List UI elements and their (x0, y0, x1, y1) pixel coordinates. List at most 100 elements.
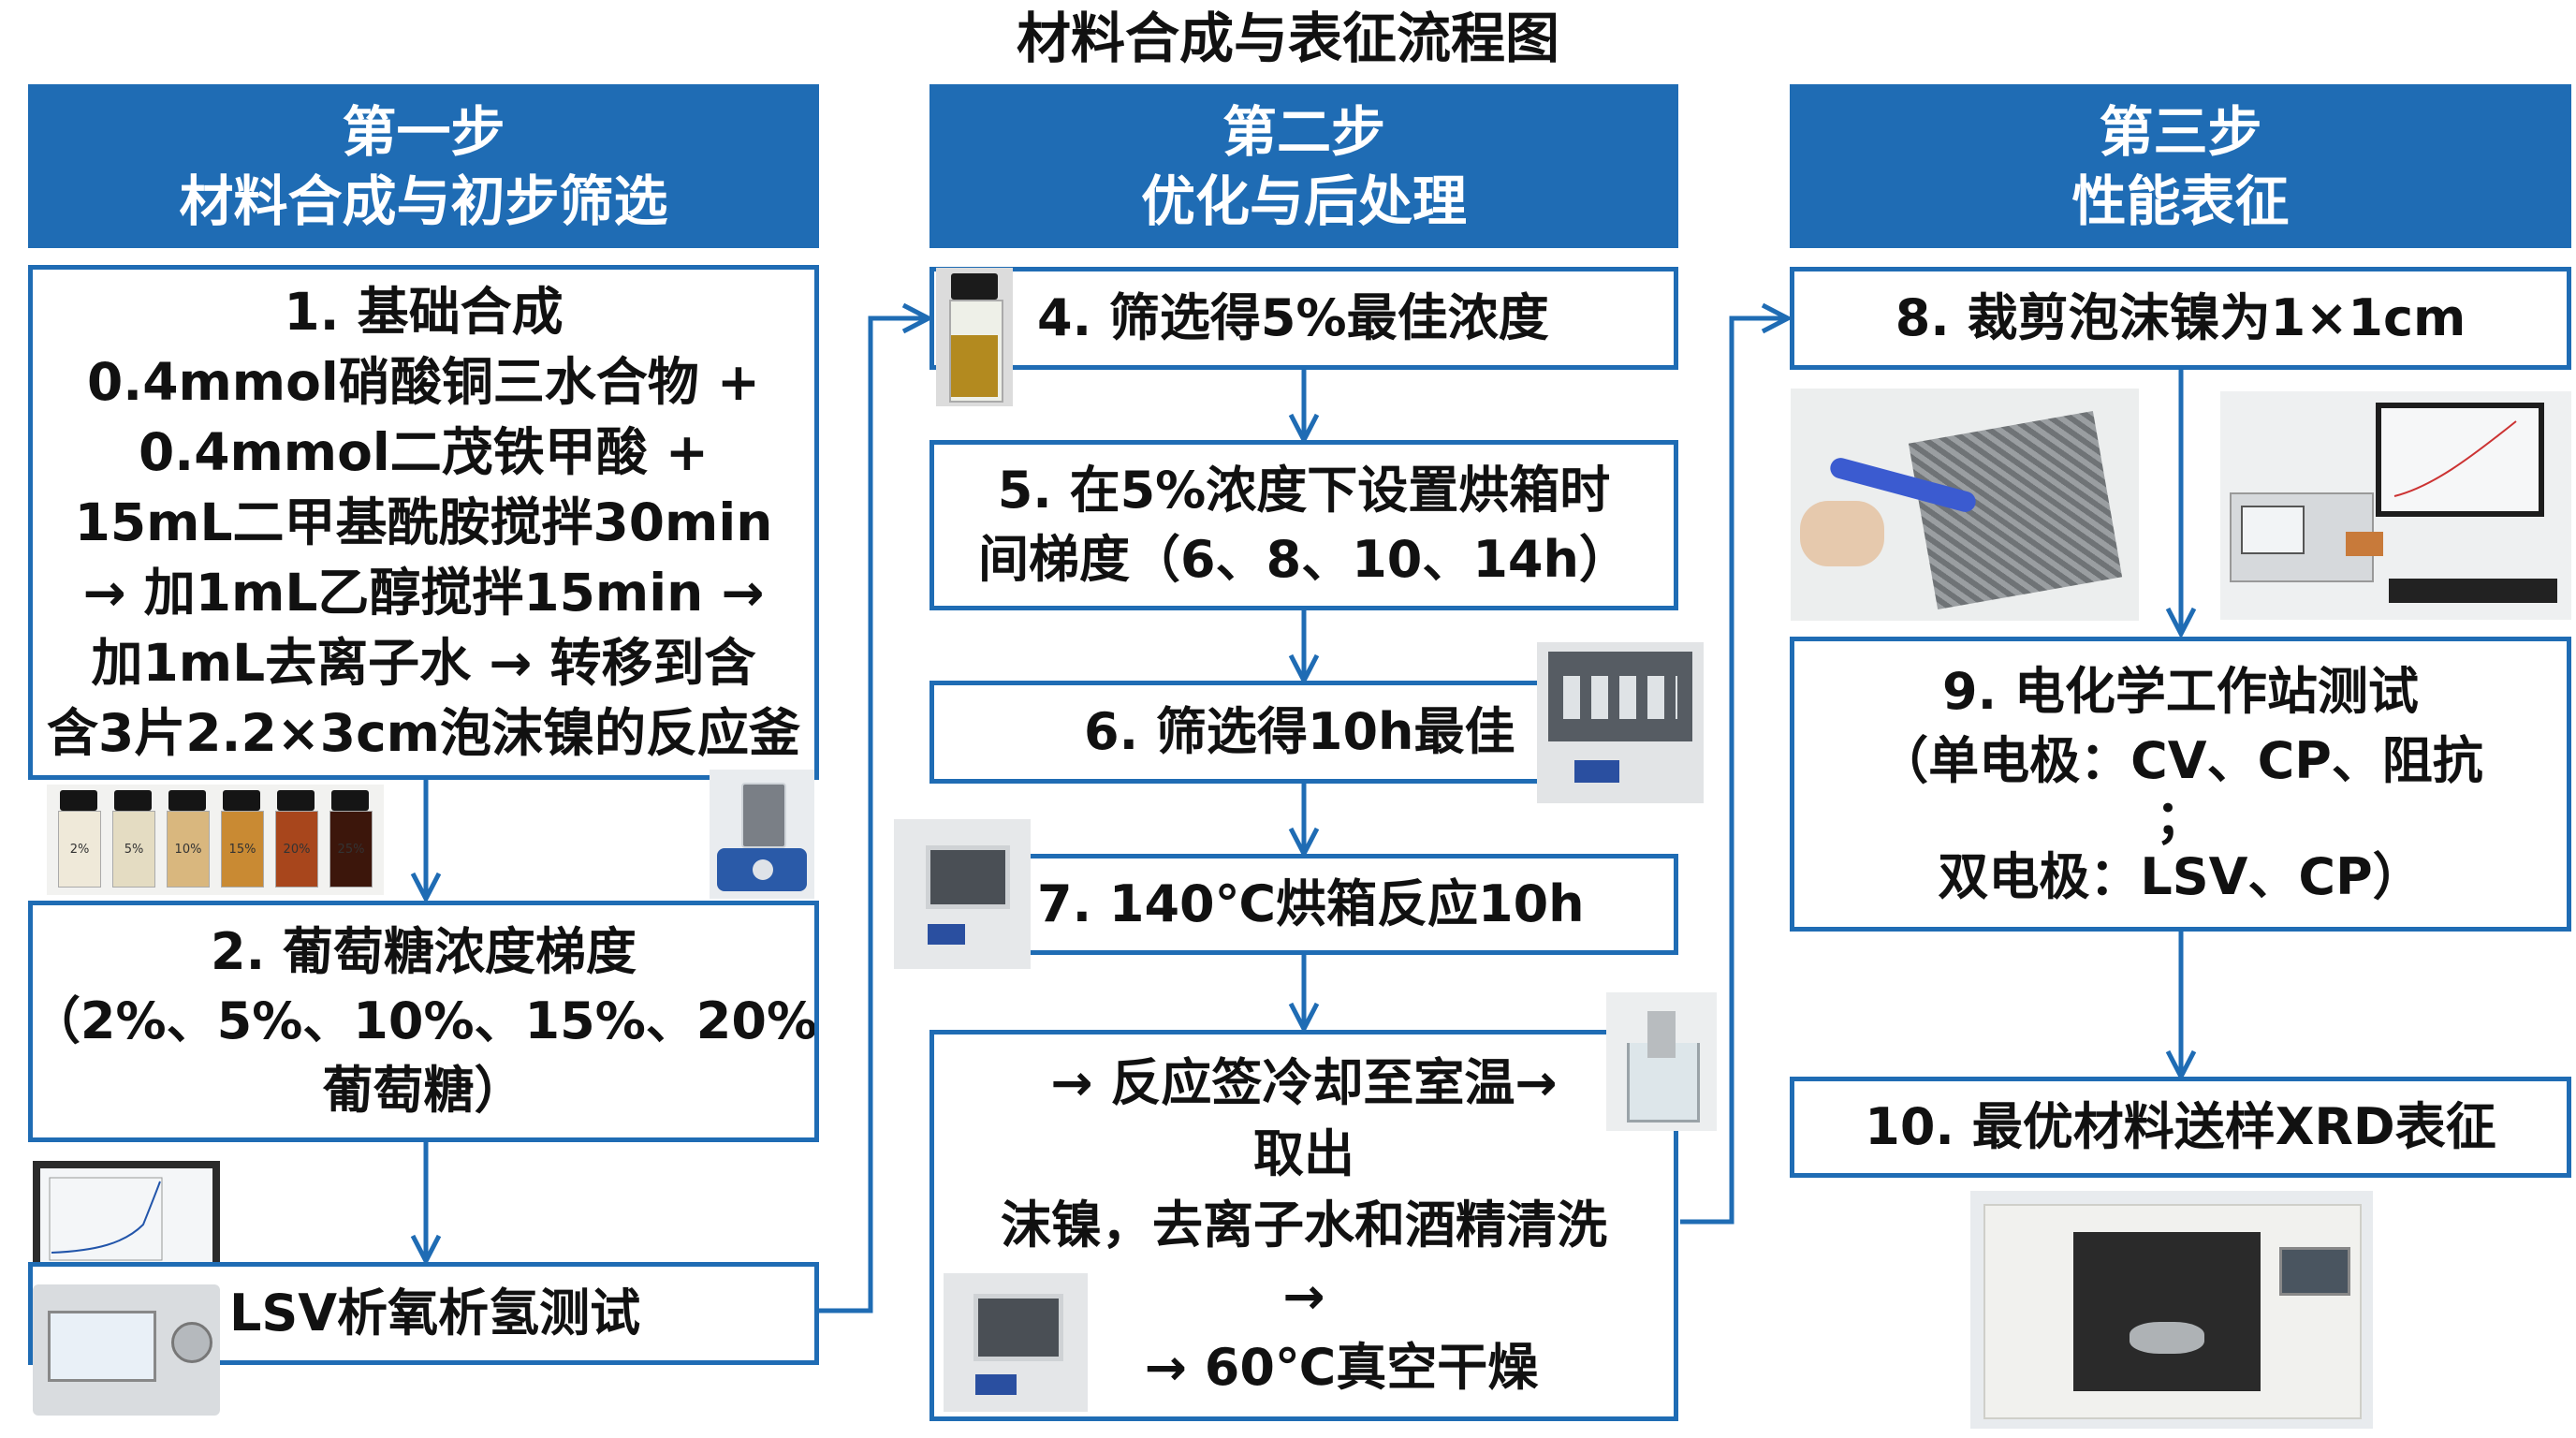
box-line: → 60℃真空干燥 (1144, 1338, 1539, 1397)
box-line: 8. 裁剪泡沫镍为1×1cm (1895, 288, 2466, 347)
box-line: （2%、5%、10%、15%、20% (29, 991, 818, 1050)
sample-holder (2346, 532, 2383, 556)
box-line: → (1282, 1267, 1325, 1326)
oven-window (973, 1294, 1063, 1361)
nickel-foam-sheet (1908, 411, 2123, 609)
vial: 25% (328, 790, 373, 888)
box-line: （单电极：CV、CP、阻抗 (1878, 730, 2483, 790)
arrow-post-to-8 (1680, 318, 1786, 1225)
box-line: 1. 基础合成 (284, 281, 564, 342)
vial-cap (277, 790, 315, 811)
box-line: 4. 筛选得5%最佳浓度 (1037, 288, 1549, 347)
vial-liquid: 15% (221, 811, 264, 888)
column-step-label: 第二步 (1222, 99, 1385, 164)
box-line: 加1mL去离子水 → 转移到含 (91, 632, 756, 693)
beaker-photo (1606, 992, 1717, 1131)
arrow-3-to-4 (819, 318, 927, 1313)
column-step-name: 性能表征 (2071, 169, 2290, 233)
vial-liquid: 20% (275, 811, 318, 888)
box-line: 10. 最优材料送样XRD表征 (1865, 1097, 2496, 1156)
lsv-instrument-photo (33, 1284, 220, 1416)
computer-screen (40, 1168, 212, 1271)
box-line: LSV析氧析氢测试 (229, 1284, 641, 1343)
vial-cap (60, 790, 97, 811)
diagram-title: 材料合成与表征流程图 (1016, 7, 1559, 70)
stirrer-knob (753, 859, 773, 880)
box-line: 9. 电化学工作站测试 (1942, 661, 2419, 721)
vial-liquid: 5% (112, 811, 155, 888)
step-box-7-oven-reaction: 7. 140℃烘箱反应10h (929, 854, 1678, 955)
column-step-name: 材料合成与初步筛选 (179, 169, 668, 233)
stirrer-beaker (741, 783, 786, 848)
box-line: 2. 葡萄糖浓度梯度 (211, 922, 637, 981)
column-header-step2: 第二步 优化与后处理 (929, 84, 1678, 248)
xrd-instrument-photo (1970, 1191, 2373, 1429)
column-step-name: 优化与后处理 (1140, 169, 1467, 233)
vial-liquid (951, 335, 998, 397)
hand (1800, 501, 1884, 566)
box-line: 7. 140℃烘箱反应10h (1037, 874, 1585, 933)
box-line: 双电极：LSV、CP） (1938, 846, 2423, 906)
oven-with-samples-photo (1537, 642, 1704, 803)
vacuum-oven-photo (944, 1273, 1088, 1412)
step-box-5-oven-time-gradient: 5. 在5%浓度下设置烘箱时 间梯度（6、8、10、14h） (929, 440, 1678, 610)
vial-liquid: 2% (58, 811, 101, 888)
vial-photo (936, 268, 1013, 406)
cutting-nickel-foam-photo (1791, 389, 2139, 621)
xrd-door (2073, 1232, 2261, 1391)
box-line: 葡萄糖） (322, 1061, 525, 1120)
step-box-9-electrochemical-test: 9. 电化学工作站测试 （单电极：CV、CP、阻抗 ； 双电极：LSV、CP） (1790, 637, 2571, 932)
monitor (2376, 403, 2544, 517)
vial: 15% (219, 790, 264, 888)
vial-cap (114, 790, 152, 811)
box-line: 5. 在5%浓度下设置烘箱时 (997, 461, 1611, 520)
monitor-curve (2381, 408, 2539, 511)
step-box-10-xrd: 10. 最优材料送样XRD表征 (1790, 1077, 2571, 1178)
vial: 2% (56, 790, 101, 888)
oven-control-panel (1574, 760, 1619, 783)
keyboard (2389, 579, 2557, 603)
beaker-glass (1627, 1043, 1700, 1123)
oven-control-panel (928, 924, 965, 945)
workstation-screen (2241, 506, 2305, 554)
box-line: 6. 筛选得10h最佳 (1084, 702, 1515, 761)
vial-liquid: 10% (167, 811, 210, 888)
box-line: → 加1mL乙醇搅拌15min → (82, 562, 765, 623)
vial-cap (168, 790, 206, 811)
instrument-knob (171, 1322, 212, 1363)
box-line: 0.4mmol二茂铁甲酸 + (139, 421, 709, 482)
instrument-display (48, 1311, 156, 1382)
oven-samples (1563, 676, 1677, 719)
box-line: 取出 (1253, 1124, 1354, 1183)
box-line: 沫镍，去离子水和酒精清洗 (1001, 1196, 1607, 1255)
vial-cap (223, 790, 260, 811)
oven-window (926, 845, 1010, 909)
vials-photo: 2%5% 10% 15% 20% 25% (47, 785, 384, 895)
column-step-label: 第一步 (342, 99, 505, 164)
box-line: 含3片2.2×3cm泡沫镍的反应釜 (47, 702, 800, 763)
box-line: 间梯度（6、8、10、14h） (978, 530, 1630, 589)
column-header-step1: 第一步 材料合成与初步筛选 (28, 84, 819, 248)
step-box-4-best-concentration: 4. 筛选得5%最佳浓度 (929, 267, 1678, 370)
column-header-step3: 第三步 性能表征 (1790, 84, 2571, 248)
vial: 10% (165, 790, 210, 888)
step-box-1-basic-synthesis: 1. 基础合成 0.4mmol硝酸铜三水合物 + 0.4mmol二茂铁甲酸 + … (28, 265, 819, 780)
nickel-foam-sample (1647, 1011, 1676, 1058)
vial-cap (951, 273, 998, 300)
box-line: → 反应签冷却至室温→ (1050, 1053, 1558, 1112)
step-box-post-treatment: → 反应签冷却至室温→ 取出 沫镍，去离子水和酒精清洗 → → 60℃真空干燥 (929, 1030, 1678, 1421)
vial: 20% (273, 790, 318, 888)
oven-photo (894, 819, 1031, 969)
column-step-label: 第三步 (2099, 99, 2262, 164)
oven-control-panel (975, 1374, 1017, 1395)
vial-liquid: 25% (329, 811, 373, 888)
vial-row: 2%5% 10% 15% 20% 25% (56, 790, 373, 888)
step-box-2-glucose-gradient: 2. 葡萄糖浓度梯度 （2%、5%、10%、15%、20% 葡萄糖） (28, 901, 819, 1142)
vial: 5% (110, 790, 155, 888)
vial-cap (331, 790, 369, 811)
xrd-sample-stage (2130, 1322, 2204, 1354)
box-line: 15mL二甲基酰胺搅拌30min (74, 492, 773, 552)
magnetic-stirrer-photo (710, 770, 814, 899)
box-line: 0.4mmol硝酸铜三水合物 + (87, 351, 760, 412)
